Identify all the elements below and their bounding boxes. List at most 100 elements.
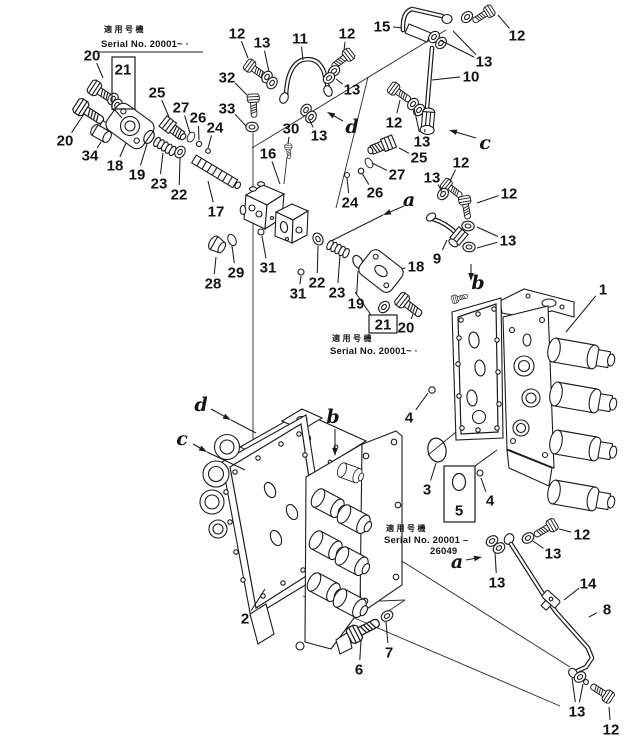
leader-line xyxy=(476,241,498,249)
callout-24: 24 xyxy=(207,120,224,137)
callout-27: 27 xyxy=(389,167,406,184)
leader-line xyxy=(113,108,123,119)
callout-22: 22 xyxy=(309,275,326,292)
leader-line xyxy=(178,157,181,186)
callout-20: 20 xyxy=(398,320,415,337)
leader-line xyxy=(240,41,249,59)
bolt-12 xyxy=(469,3,497,27)
leader-line xyxy=(396,99,401,114)
leader-line xyxy=(207,135,213,149)
view-arrow-head xyxy=(327,112,336,119)
top-pipes-group xyxy=(241,3,497,136)
leader-line xyxy=(96,62,104,79)
valve-25 xyxy=(158,115,190,144)
view-letter-d: d xyxy=(194,394,207,416)
callout-7: 7 xyxy=(385,645,393,662)
callout-25: 25 xyxy=(411,150,428,167)
view-arrow-head xyxy=(198,445,207,452)
callout-13: 13 xyxy=(311,128,328,145)
view-arrow-head xyxy=(332,447,338,456)
leader-line xyxy=(437,184,443,193)
callout-15: 15 xyxy=(374,19,391,36)
ring-4 xyxy=(428,386,436,394)
leader-line xyxy=(558,528,572,533)
valve-body-2-drawing xyxy=(199,408,403,655)
leader-line xyxy=(480,477,487,492)
leader-line xyxy=(231,245,235,264)
view-arrow-tail xyxy=(330,214,384,242)
washer-21 xyxy=(375,298,393,316)
callout-27: 27 xyxy=(173,100,190,117)
callout-24: 24 xyxy=(342,195,359,212)
callout-6: 6 xyxy=(355,662,363,679)
serial-block-text: Serial No. 20001 – xyxy=(384,535,468,546)
ring-26 xyxy=(357,167,365,175)
leader-line xyxy=(346,177,350,194)
valve-stack-cylinder xyxy=(549,429,618,462)
callout-30: 30 xyxy=(283,121,300,138)
leader-line xyxy=(300,46,304,61)
bolt-12 xyxy=(587,679,616,705)
view-letter-b: b xyxy=(471,272,484,294)
valve-body-1-drawing xyxy=(450,288,618,512)
leader-line xyxy=(565,295,597,333)
leader-line xyxy=(497,14,510,29)
callout-13: 13 xyxy=(476,54,493,71)
washer-22 xyxy=(310,230,326,248)
valve-25 xyxy=(365,134,397,158)
leader-line xyxy=(415,392,429,411)
callout-4: 4 xyxy=(405,410,414,427)
callout-31: 31 xyxy=(260,260,277,277)
leader-line xyxy=(343,41,346,51)
ring-31 xyxy=(297,268,305,276)
o-ring-5 xyxy=(451,472,467,492)
callout-12: 12 xyxy=(501,186,518,203)
callout-13: 13 xyxy=(500,233,517,250)
leader-line xyxy=(571,677,576,703)
leader-line xyxy=(439,39,475,58)
leader-line xyxy=(430,462,437,481)
callout-box xyxy=(443,465,476,523)
view-letter-b: b xyxy=(326,406,339,428)
leader-line xyxy=(359,640,362,661)
view-arrow-head xyxy=(222,413,231,420)
washer-33 xyxy=(245,121,259,133)
view-letter-c: c xyxy=(176,428,188,450)
leader-line xyxy=(392,26,403,29)
view-arrow-head xyxy=(383,209,392,215)
pipe-11 xyxy=(283,56,331,99)
callout-10: 10 xyxy=(463,69,480,86)
leader-line xyxy=(250,588,266,611)
leader-line xyxy=(184,115,191,134)
callout-31: 31 xyxy=(290,286,307,303)
bolt-20 xyxy=(392,290,427,322)
leader-line xyxy=(385,621,389,644)
pilot-valve-16-drawing xyxy=(190,93,310,244)
valve-stack-cylinder xyxy=(547,479,616,512)
callout-13: 13 xyxy=(569,704,586,721)
valve-stack-cylinder xyxy=(547,337,616,370)
leader-line xyxy=(299,275,302,285)
ring-26 xyxy=(195,140,203,148)
leader-line xyxy=(234,113,247,127)
view-arrow-head xyxy=(449,129,458,135)
ring-4 xyxy=(476,469,484,477)
leader-line xyxy=(263,50,270,73)
callout-11: 11 xyxy=(292,31,308,48)
leader-line xyxy=(441,239,448,251)
callout-13: 13 xyxy=(489,575,506,592)
leader-line xyxy=(532,540,544,549)
leader-line xyxy=(71,113,85,134)
leader-line xyxy=(96,141,102,149)
leader-line xyxy=(354,291,372,316)
plug-28 xyxy=(205,233,229,256)
leader-line xyxy=(413,107,420,133)
leader-line xyxy=(207,180,214,203)
boxed-callout-5: 5 xyxy=(455,503,463,520)
spring-23 xyxy=(324,238,352,260)
serial-block-text: Serial No. 20001~ · xyxy=(101,39,189,50)
mid-right-group xyxy=(205,134,477,322)
spring-23 xyxy=(151,135,178,158)
ring-24 xyxy=(205,148,211,154)
